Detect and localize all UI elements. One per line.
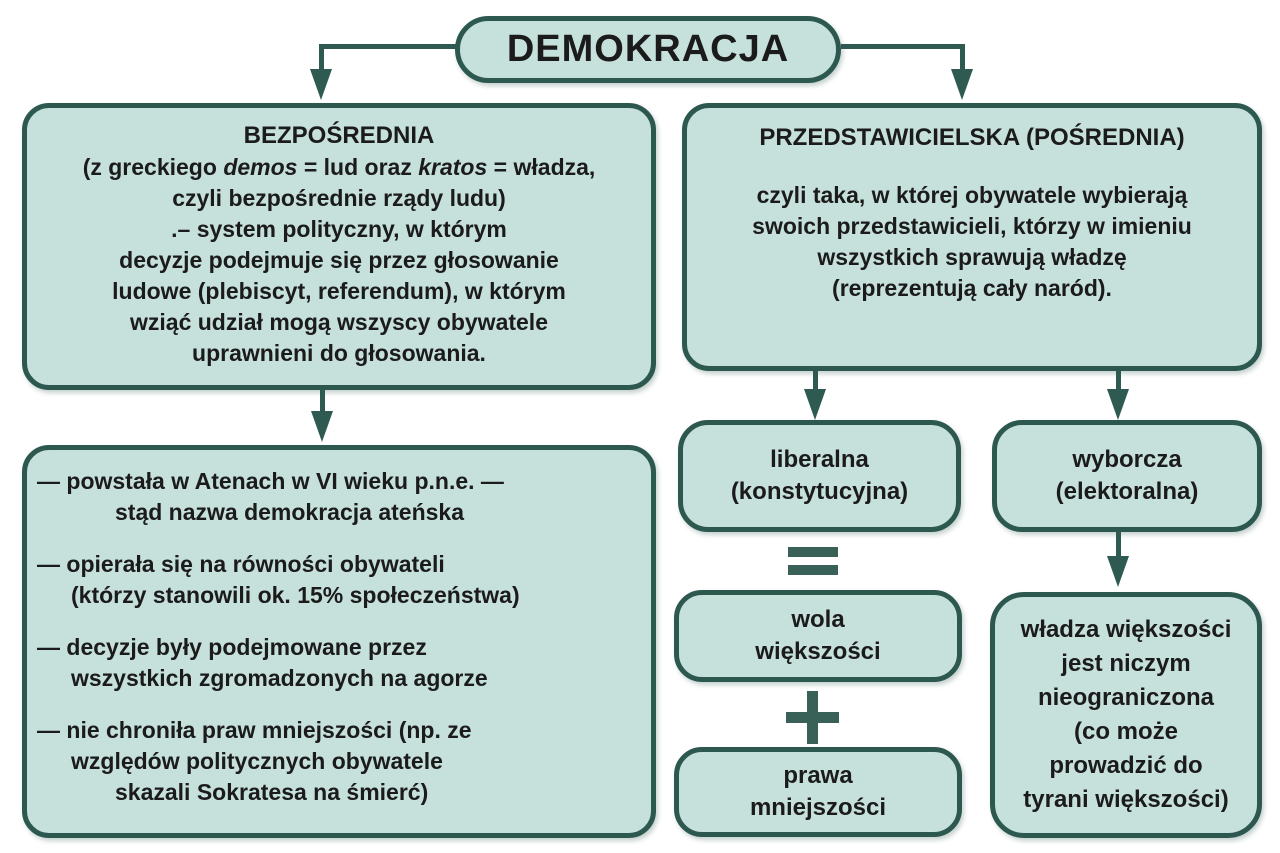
majority-power-label: władza większości jest niczym nieogranic… — [1020, 616, 1232, 813]
liberal-democracy-box: liberalna (konstytucyjna) — [678, 420, 961, 532]
representative-democracy-body: czyli taka, w której obywatele wybierają… — [752, 182, 1192, 301]
arrow-down-icon — [1107, 389, 1129, 420]
diagram-title: DEMOKRACJA — [506, 28, 790, 70]
arrow-down-icon — [1107, 556, 1129, 587]
majority-will-label: wola większości — [755, 606, 881, 665]
athens-history-box: — powstała w Atenach w VI wieku p.n.e. —… — [22, 445, 656, 838]
arrow-down-icon — [311, 411, 333, 442]
representative-democracy-definition-box: PRZEDSTAWICIELSKA (POŚREDNIA) czyli taka… — [682, 103, 1262, 371]
minority-rights-label: prawa mniejszości — [749, 762, 887, 821]
history-bullets: — powstała w Atenach w VI wieku p.n.e. —… — [37, 466, 635, 808]
definition-line: czyli bezpośrednie rządy ludu) — [172, 185, 506, 211]
direct-democracy-heading: BEZPOŚREDNIA — [243, 122, 435, 149]
definition-line: decyzje podejmuje się przez głosowanie — [119, 247, 559, 273]
representative-democracy-heading: PRZEDSTAWICIELSKA (POŚREDNIA) — [759, 124, 1185, 151]
definition-line: wziąć udział mogą wszyscy obywatele — [130, 309, 548, 335]
definition-line: (z greckiego demos = lud oraz kratos = w… — [82, 154, 596, 180]
direct-definition-lines: (z greckiego demos = lud oraz kratos = w… — [27, 152, 651, 369]
direct-democracy-definition-box: BEZPOŚREDNIA (z greckiego demos = lud or… — [22, 103, 656, 390]
connector-stem-left-mid — [320, 389, 325, 414]
electoral-democracy-box: wyborcza (elektoralna) — [992, 420, 1262, 532]
definition-line: ludowe (plebiscyt, referendum), w którym — [112, 278, 566, 304]
definition-line: .– system polityczny, w którym — [171, 216, 507, 242]
majority-power-box: władza większości jest niczym nieogranic… — [990, 592, 1262, 838]
minority-rights-box: prawa mniejszości — [674, 747, 962, 837]
connector-stem-left — [319, 44, 324, 72]
arrow-down-icon — [951, 69, 973, 100]
arrow-down-icon — [804, 389, 826, 420]
liberal-democracy-label: liberalna (konstytucyjna) — [730, 446, 909, 505]
connector-line-right — [841, 44, 965, 49]
electoral-democracy-label: wyborcza (elektoralna) — [1055, 446, 1199, 505]
bullet-item: — powstała w Atenach w VI wieku p.n.e. —… — [37, 468, 504, 525]
definition-line: uprawnieni do głosowania. — [192, 340, 486, 366]
connector-stem-electoral — [1116, 370, 1121, 393]
arrow-down-icon — [310, 69, 332, 100]
connector-stem-right — [960, 44, 965, 72]
bullet-item: — opierała się na równości obywateli(któ… — [37, 551, 520, 608]
connector-stem-majority-power — [1116, 531, 1121, 559]
connector-line-left — [319, 44, 457, 49]
title-box: DEMOKRACJA — [455, 16, 841, 83]
connector-stem-liberal — [813, 370, 818, 393]
majority-will-box: wola większości — [674, 590, 962, 682]
